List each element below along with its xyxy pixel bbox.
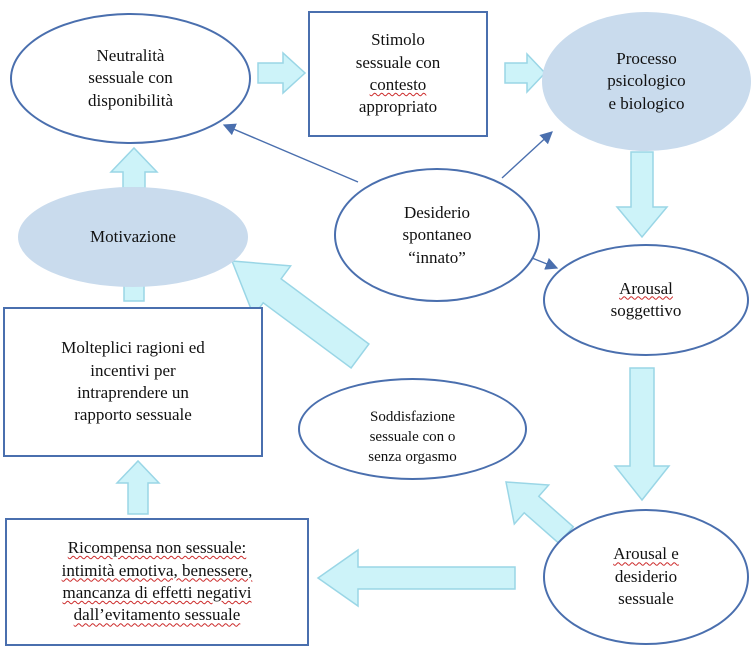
- node-soddisfazione: Soddisfazione sessuale con o senza orgas…: [298, 378, 527, 480]
- node-arousal-desiderio-label: Arousal e desiderio sessuale: [613, 543, 679, 610]
- line: sessuale: [618, 589, 674, 609]
- node-ricompensa: Ricompensa non sessuale: intimità emotiv…: [5, 518, 309, 646]
- line: senza orgasmo: [368, 448, 457, 465]
- line: Arousal e: [613, 544, 679, 564]
- arrow-neutralita-to-stimolo: [257, 51, 307, 95]
- arrow-ricompensa-to-ragioni: [115, 459, 161, 515]
- line: rapporto sessuale: [74, 405, 192, 425]
- line: Soddisfazione: [370, 409, 455, 425]
- node-desiderio-label: Desiderio spontaneo “innato”: [403, 202, 472, 269]
- arrow-motivazione-to-neutralita: [109, 146, 159, 189]
- node-arousal-desiderio: Arousal e desiderio sessuale: [543, 509, 749, 645]
- node-processo-label: Processo psicologico e biologico: [607, 48, 685, 115]
- arrow-arousal-desiderio-to-ricompensa: [316, 548, 516, 608]
- thin-arrow-desiderio-to-processo: [501, 131, 553, 179]
- line: contesto: [369, 75, 427, 94]
- node-stimolo-label: Stimolo sessuale con contesto appropriat…: [356, 29, 441, 119]
- line: dall’evitamento sessuale: [73, 605, 241, 625]
- line: Stimolo: [371, 30, 425, 50]
- node-ragioni-label: Molteplici ragioni ed incentivi per intr…: [61, 337, 205, 427]
- line: sessuale con: [88, 68, 173, 88]
- line: Neutralità: [96, 45, 165, 65]
- line: “innato”: [408, 247, 466, 267]
- line: Desiderio: [403, 203, 471, 222]
- node-arousal-soggettivo: Arousal soggettivo: [543, 244, 749, 356]
- arrow-arousal-soggettivo-to-arousal-desiderio: [613, 367, 671, 502]
- node-stimolo: Stimolo sessuale con contesto appropriat…: [308, 11, 488, 137]
- line: Molteplici ragioni ed: [61, 338, 205, 358]
- node-processo: Processo psicologico e biologico: [542, 12, 751, 151]
- arrow-arousal-desiderio-to-soddisfazione: [505, 481, 575, 545]
- line: incentivi per: [90, 360, 176, 380]
- arrow-processo-to-arousal-soggettivo: [615, 151, 669, 239]
- line: Motivazione: [90, 226, 176, 246]
- node-neutralita: Neutralità sessuale con disponibilità: [10, 13, 251, 144]
- line: e biologico: [608, 93, 685, 113]
- line: spontaneo: [402, 225, 472, 245]
- line: disponibilità: [88, 90, 173, 110]
- line: psicologico: [607, 71, 686, 91]
- line: sessuale con o: [369, 428, 456, 445]
- node-ricompensa-label: Ricompensa non sessuale: intimità emotiv…: [62, 537, 253, 627]
- line: intimità emotiva, benessere,: [61, 560, 253, 580]
- line: appropriato: [358, 97, 438, 117]
- line: mancanza di effetti negativi: [62, 583, 252, 602]
- thin-arrow-desiderio-to-arousal: [531, 257, 559, 270]
- node-motivazione-label: Motivazione: [90, 226, 176, 248]
- line: desiderio: [614, 566, 678, 586]
- line: Arousal: [619, 278, 673, 298]
- line: soggettivo: [610, 301, 682, 320]
- line: Ricompensa non sessuale:: [67, 538, 247, 558]
- thin-arrow-desiderio-to-neutralita: [222, 123, 359, 183]
- line: Processo: [616, 48, 677, 68]
- arrow-soddisfazione-to-motivazione: [230, 260, 370, 370]
- node-ragioni: Molteplici ragioni ed incentivi per intr…: [3, 307, 263, 457]
- arrow-stimolo-to-processo: [504, 52, 547, 94]
- node-soddisfazione-label: Soddisfazione sessuale con o senza orgas…: [368, 408, 456, 467]
- node-arousal-soggettivo-label: Arousal soggettivo: [611, 278, 682, 323]
- line: intraprendere un: [77, 383, 189, 402]
- node-motivazione: Motivazione: [18, 187, 248, 287]
- node-neutralita-label: Neutralità sessuale con disponibilità: [88, 45, 173, 112]
- node-desiderio: Desiderio spontaneo “innato”: [334, 168, 540, 302]
- line: sessuale con: [355, 52, 441, 72]
